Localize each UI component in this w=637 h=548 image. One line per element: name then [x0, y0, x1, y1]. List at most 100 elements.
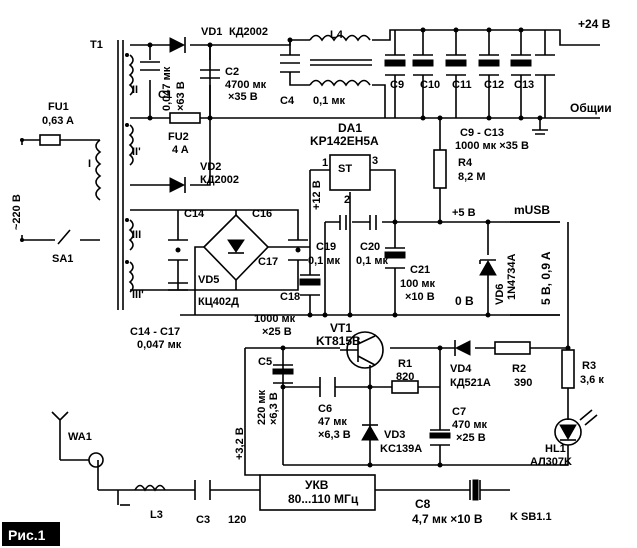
label-C14: C14: [184, 208, 205, 220]
module-UKV: [259, 474, 376, 511]
transistor-VT1: [340, 331, 384, 369]
choke-L4: [309, 34, 372, 87]
diode-VD2: [169, 177, 186, 193]
figure-label: Рис.1: [2, 522, 60, 546]
label-plus24: +24 B: [578, 17, 611, 31]
label-pin3: 3: [372, 155, 378, 167]
label-R2: R2: [512, 363, 526, 375]
label-C1: C1: [158, 89, 172, 101]
label-C4: C4: [280, 95, 295, 107]
label-C9: C9: [390, 79, 404, 91]
label-DA1-type: KP142EH5A: [310, 134, 379, 148]
label-C5: C5: [258, 356, 272, 368]
capacitor-C2: [200, 69, 220, 79]
label-KSB: K SB1.1: [510, 511, 552, 523]
label-mains: ~220 B: [11, 194, 23, 230]
label-VD3-type: KC139A: [380, 443, 422, 455]
label-R4: R4: [458, 157, 473, 169]
inductor-L3: [134, 484, 166, 492]
fuse-FU1: [39, 134, 61, 146]
label-C8-value: 4,7 мк ×10 B: [412, 512, 483, 526]
label-C11: C11: [452, 79, 472, 91]
capacitor-bank-C9-C13: [384, 54, 555, 76]
winding-II-a: [128, 54, 134, 96]
label-VD4: VD4: [450, 363, 472, 375]
label-C18-voltage: ×25 B: [262, 326, 292, 338]
label-C2: C2: [225, 66, 239, 78]
label-VD5: VD5: [198, 274, 219, 286]
figure-label-text: Рис.1: [8, 527, 46, 543]
label-C18: C18: [280, 291, 300, 303]
capacitor-C3: [194, 480, 211, 500]
label-C7-value: 470 мк: [452, 419, 488, 431]
label-R1-value: 820: [396, 371, 414, 383]
label-winding-III: III: [132, 229, 141, 241]
label-VD6: VD6: [494, 284, 506, 305]
label-C14-C17: C14 - C17: [130, 326, 180, 338]
label-L4-value: 0,1 мк: [313, 95, 345, 107]
label-R1: R1: [398, 358, 412, 370]
label-winding-II-b: II': [132, 146, 141, 158]
label-VD6-type: 1N4734A: [506, 253, 518, 300]
capacitor-C1: [140, 61, 160, 71]
capacitor-C4: [280, 54, 300, 73]
capacitors-C14-C17: [168, 239, 308, 291]
transformer-T1: [95, 40, 134, 310]
label-HL1-type: AЛ307K: [530, 456, 572, 468]
label-plus12: +12 B: [311, 180, 323, 210]
label-C7-voltage: ×25 B: [456, 432, 486, 444]
label-C20: C20: [360, 241, 380, 253]
resistor-R4: [433, 149, 447, 189]
winding-III: [128, 219, 134, 251]
antenna-WA1: [51, 411, 104, 468]
label-C19: C19: [316, 241, 336, 253]
zener-VD3: [361, 424, 379, 441]
mains-input: [20, 134, 100, 245]
diode-VD1: [169, 37, 186, 53]
capacitor-C21: [384, 247, 406, 269]
label-C1-voltage: ×63 B: [175, 81, 187, 111]
label-R2-value: 390: [514, 377, 532, 389]
label-C16: C16: [252, 208, 272, 220]
fuse-FU2: [169, 112, 201, 124]
label-VD3: VD3: [384, 429, 405, 441]
capacitor-C20: [369, 215, 377, 230]
label-C17: C17: [258, 256, 278, 268]
label-L4: L4: [330, 29, 344, 41]
winding-II-b: [128, 124, 134, 166]
label-C3-value: 120: [228, 514, 246, 526]
label-usb-rating: 5 B, 0,9 A: [539, 251, 553, 305]
capacitor-C8: [469, 479, 481, 501]
capacitor-C6: [319, 377, 336, 397]
resistor-R2: [494, 341, 531, 355]
label-C6: C6: [318, 403, 332, 415]
label-common: Общии: [570, 101, 612, 115]
label-DA1: DA1: [338, 121, 362, 135]
label-UKV: УКВ: [305, 478, 329, 492]
label-C20-value: 0,1 мк: [356, 255, 388, 267]
bridge-VD5: [227, 239, 245, 253]
label-zeroV: 0 B: [455, 294, 474, 308]
label-C9-C13: C9 - C13: [460, 127, 504, 139]
label-C9-C13-value: 1000 мк ×35 B: [455, 140, 529, 152]
resistor-R3: [561, 349, 575, 389]
label-C2-value: 4700 мк: [225, 79, 267, 91]
winding-III-b: [128, 261, 134, 293]
label-UKV-range: 80...110 МГц: [288, 492, 359, 506]
label-VT1: VT1: [330, 321, 352, 335]
label-WA1: WA1: [68, 431, 92, 443]
label-C19-value: 0,1 мк: [308, 255, 340, 267]
capacitor-C5: [272, 364, 294, 384]
label-VD2: VD2: [200, 161, 221, 173]
label-C21-value: 100 мк: [400, 278, 436, 290]
label-C3: C3: [196, 514, 210, 526]
label-SA1: SA1: [52, 253, 73, 265]
label-C5-voltage: ×6,3 B: [268, 392, 280, 425]
label-R3-value: 3,6 к: [580, 374, 604, 386]
capacitor-C7: [429, 429, 451, 446]
junction-dots: [147, 27, 571, 468]
label-T1: T1: [90, 39, 103, 51]
label-R3: R3: [582, 360, 596, 372]
